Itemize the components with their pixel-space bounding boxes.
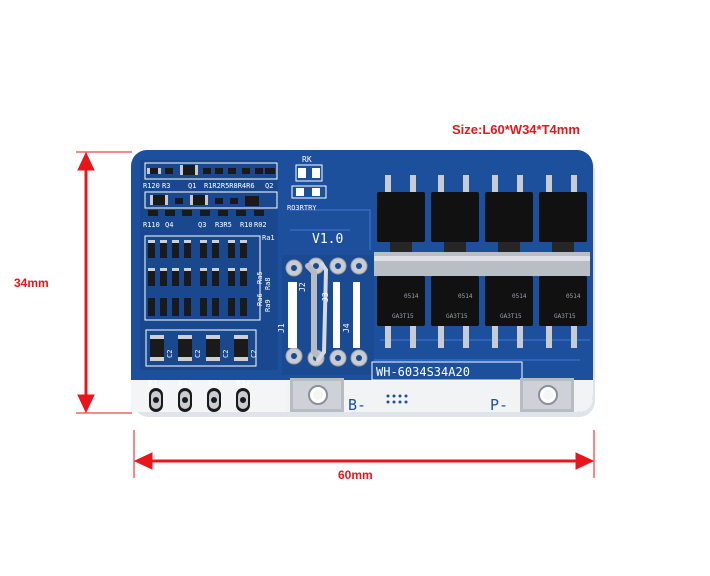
mosfet-mark2: GA3T15 (554, 313, 576, 320)
silk-label: R110 (143, 221, 160, 229)
mosfets-top-row (377, 175, 587, 252)
pad-label: B3+ (178, 379, 193, 388)
pad-label: B1+ (236, 379, 251, 388)
mosfet-mark: 0514 (512, 293, 527, 300)
p-minus-terminal (520, 378, 574, 412)
jumper-label: J1 (277, 323, 286, 333)
p-minus-label: P- (490, 396, 508, 414)
mosfet-mark: 0514 (404, 293, 419, 300)
width-dimension-arrow (133, 430, 595, 478)
jumper-label: J2 (298, 282, 307, 292)
silk-label: R120 (143, 182, 160, 190)
version-label: V1.0 (312, 232, 343, 247)
mosfet-mark: 0514 (458, 293, 473, 300)
smd-components (144, 162, 327, 367)
silk-label: Ra1 (262, 234, 275, 242)
mosfet-mark2: GA3T15 (500, 313, 522, 320)
mosfet-markings: 0514 0514 0514 0514 GA3T15 GA3T15 GA3T15… (392, 293, 581, 320)
silk-label: Q4 (165, 221, 173, 229)
b-minus-label: B- (348, 396, 366, 414)
width-dimension-label: 60mm (338, 468, 373, 482)
silk-label: R1R2R5R8R4R6 (204, 182, 255, 190)
balance-pads (149, 388, 250, 412)
silk-label: Ra5 (256, 271, 264, 284)
silk-label: R02 (254, 221, 267, 229)
mosfet-mark2: GA3T15 (446, 313, 468, 320)
silk-label: Ra6 (256, 293, 264, 306)
model-label: WH-6034S34A20 (376, 365, 470, 379)
b-minus-terminal (290, 378, 344, 412)
silk-label: C2 (250, 350, 258, 358)
silk-label: Q3 (198, 221, 206, 229)
silk-label: Ra9 (264, 299, 272, 312)
height-dimension-arrow (76, 151, 132, 414)
cap-labels: C2 C2 C2 C2 Ra5 Ra6 Ra8 Ra9 (166, 271, 272, 358)
jumper-label: J3 (321, 292, 330, 302)
silk-label: R3 (162, 182, 170, 190)
rk-labels: RK RO3RTRY (287, 155, 317, 212)
silk-label: Q1 (188, 182, 196, 190)
mosfet-mark: 0514 (566, 293, 581, 300)
jumper-labels: J1 J2 J3 J4 (277, 282, 351, 333)
silk-label: Ra8 (264, 277, 272, 290)
silk-label: C2 (166, 350, 174, 358)
silk-label: Q2 (265, 182, 273, 190)
pad-label: B1- (148, 379, 162, 388)
silk-label: C2 (222, 350, 230, 358)
jumper-label: J4 (342, 323, 351, 333)
silkscreen-labels: R120 R3 Q1 R1R2R5R8R4R6 Q2 R110 Q4 Q3 R3… (143, 182, 275, 242)
pad-label: B2+ (208, 379, 223, 388)
size-label: Size:L60*W34*T4mm (452, 122, 580, 137)
mosfets-bottom-row (377, 276, 587, 348)
copper-bus-bar (374, 252, 590, 276)
via-grid (386, 394, 408, 404)
silk-label: C2 (194, 350, 202, 358)
height-dimension-label: 34mm (14, 276, 49, 290)
pad-labels: B1- B3+ B2+ B1+ (148, 379, 251, 388)
ro3-label: RO3RTRY (287, 204, 317, 212)
silk-label: R10 (240, 221, 253, 229)
mosfet-mark2: GA3T15 (392, 313, 414, 320)
current-shunts (282, 255, 374, 375)
silk-label: R3R5 (215, 221, 232, 229)
rk-label: RK (302, 155, 312, 164)
